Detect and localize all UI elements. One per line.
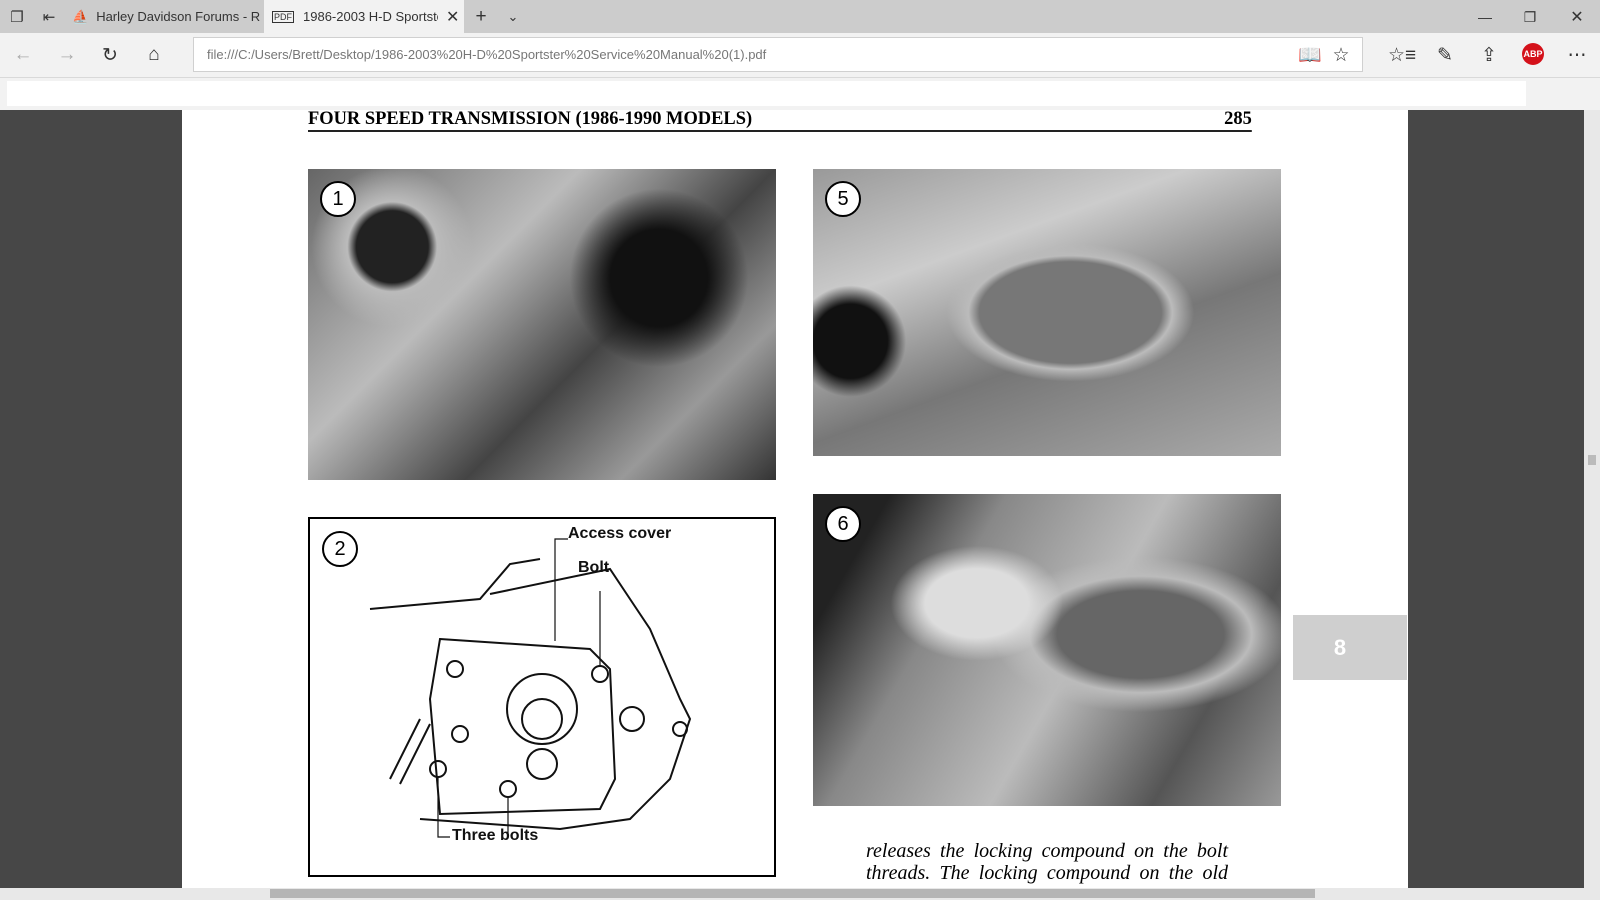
close-tab-icon[interactable]: ✕ [446,8,460,26]
figure-number: 5 [825,181,861,217]
reading-view-icon[interactable]: 📖 [1298,45,1322,66]
more-menu-icon[interactable]: ⋯ [1567,44,1587,66]
pdf-toolbar-area [7,81,1526,106]
body-text: releases the locking compound on the bol… [866,840,1228,884]
back-icon[interactable]: ← [13,44,33,65]
figure-number: 2 [322,531,358,567]
page-title: FOUR SPEED TRANSMISSION (1986-1990 MODEL… [308,108,753,129]
page-header: FOUR SPEED TRANSMISSION (1986-1990 MODEL… [308,108,1252,132]
favorites-hub-icon[interactable]: ☆≡ [1387,44,1417,66]
figure-6-photo: 6 [813,494,1281,806]
tabs-aside-icon[interactable]: ⇤ [42,9,56,26]
forward-icon[interactable]: → [57,44,77,65]
figure-number: 1 [320,181,356,217]
figure-2-diagram: 2 Access cover Bolt Three bolts [308,517,776,877]
page-number: 285 [1224,108,1252,129]
vertical-scrollbar[interactable] [1584,110,1600,888]
transmission-diagram [369,538,692,838]
minimize-icon[interactable]: — [1478,9,1492,25]
tab-harley-forums[interactable]: ⛵Harley Davidson Forums - R [72,8,261,25]
adblock-plus-icon[interactable]: ABP [1522,43,1544,65]
favorite-star-icon[interactable]: ☆ [1332,44,1350,66]
address-bar[interactable]: file:///C:/Users/Brett/Desktop/1986-2003… [193,37,1363,72]
restore-icon[interactable]: ❐ [1523,8,1537,25]
home-icon[interactable]: ⌂ [148,44,160,65]
tab-preview-chevron-icon[interactable]: ⌄ [507,9,519,24]
web-note-icon[interactable]: ✎ [1437,44,1453,66]
body-line: threads. The locking compound on the old [866,862,1228,884]
chapter-tab: 8 [1293,615,1407,680]
tab-set-aside-icon[interactable]: ❐ [10,9,24,26]
pdf-icon: PDF [272,10,294,23]
new-tab-icon[interactable]: + [475,6,487,27]
horizontal-scroll-thumb[interactable] [270,889,1315,898]
figure-number: 6 [825,506,861,542]
figure-5-photo: 5 [813,169,1281,456]
label-access-cover: Access cover [568,525,672,542]
vertical-scroll-thumb[interactable] [1588,455,1596,465]
share-icon[interactable]: ⇪ [1481,44,1497,66]
site-favicon-icon: ⛵ [72,8,89,24]
body-line: releases the locking compound on the bol… [866,840,1228,862]
close-window-icon[interactable]: ✕ [1570,9,1584,26]
label-bolt: Bolt [578,559,610,576]
refresh-icon[interactable]: ↻ [102,44,118,66]
label-three-bolts: Three bolts [452,827,539,844]
figure-1-photo: 1 [308,169,776,480]
